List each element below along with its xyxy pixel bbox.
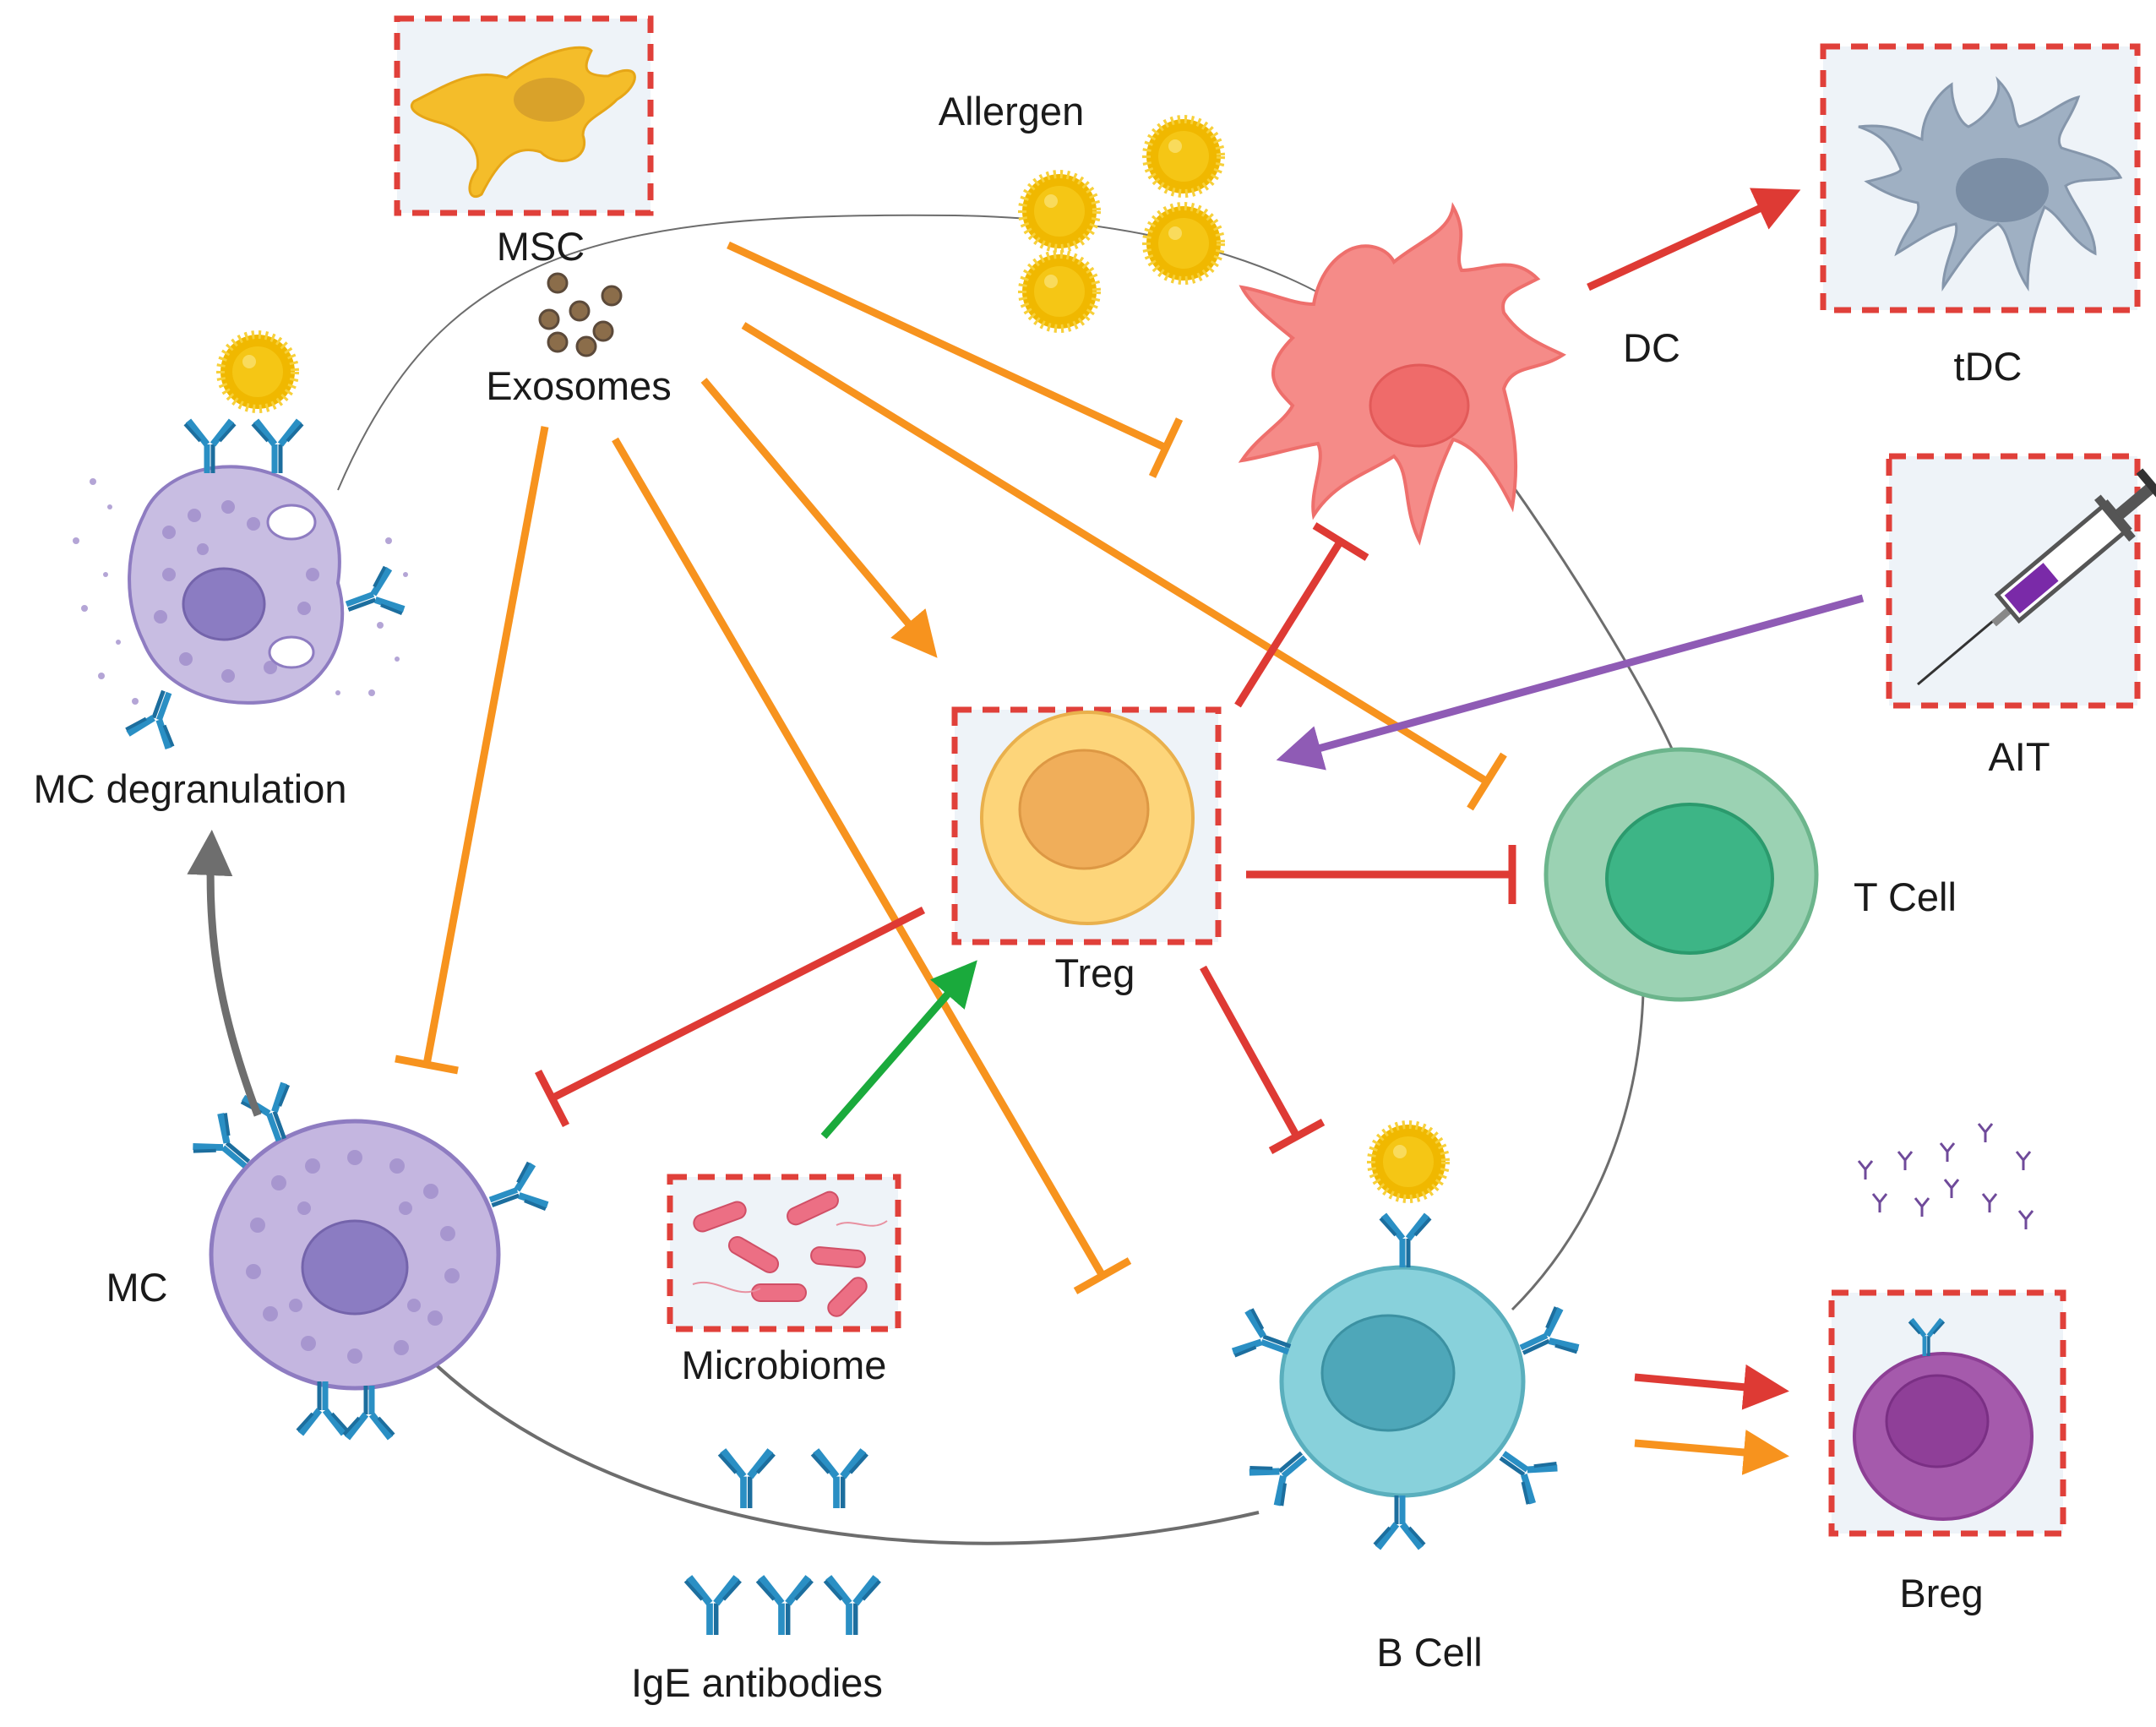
msc-cell-icon <box>411 46 636 198</box>
microbiome-to-treg-arrow <box>820 960 977 1139</box>
degranulating-mast-cell-icon <box>73 335 408 749</box>
b-cell-icon <box>1232 1125 1580 1548</box>
t-cell-icon <box>1544 747 1819 1002</box>
treg-inhibit-mc-edge <box>535 906 926 1128</box>
exosomes-icon <box>538 272 623 357</box>
inhibit-t-cell-edge <box>741 322 1507 811</box>
allergen-label: Allergen <box>939 89 1084 133</box>
inhibit-dc-edge <box>727 241 1184 478</box>
treg-inhibit-t-cell-edge <box>1246 845 1516 904</box>
b-cell-to-breg-red-arrow <box>1634 1364 1789 1410</box>
b-cell-label: B Cell <box>1376 1630 1482 1675</box>
allergen-icon <box>1371 1125 1446 1199</box>
mc-degranulation-label: MC degranulation <box>34 766 347 811</box>
bacteria-icon <box>692 1190 888 1317</box>
allergen-icon <box>1022 254 1097 329</box>
msc-label: MSC <box>497 224 585 269</box>
tdc-label: tDC <box>1954 344 2023 389</box>
dc-to-tdc-arrow <box>1587 188 1801 291</box>
exosome-inhibition-edges <box>395 241 1507 1294</box>
ait-label: AIT <box>1988 734 2050 779</box>
treg-inhibition-edges <box>535 522 1516 1154</box>
ige-antibodies-icon <box>685 1451 879 1635</box>
mc-label: MC <box>106 1265 167 1310</box>
cycle-connectors <box>337 214 1679 1545</box>
mast-cell-icon <box>191 1081 549 1438</box>
msc-box <box>394 15 654 216</box>
secreted-antibodies-icon <box>1857 1122 2034 1231</box>
ait-box <box>1886 453 2156 709</box>
breg-box <box>1828 1289 2066 1537</box>
inhibit-b-cell-edge <box>612 437 1132 1294</box>
allergen-icon <box>1022 174 1097 248</box>
ait-to-treg-arrow <box>1276 594 1865 771</box>
microbiome-label: Microbiome <box>682 1343 887 1387</box>
ige-antibodies-label: IgE antibodies <box>631 1660 883 1705</box>
treg-inhibit-b-cell-edge <box>1200 965 1326 1154</box>
allergen-icon <box>1146 206 1221 281</box>
tdc-box <box>1820 43 2141 313</box>
t-cell-label: T Cell <box>1854 874 1957 919</box>
allergen-icon <box>1146 119 1221 193</box>
microbiome-box <box>667 1174 901 1332</box>
treg-cell-icon <box>980 711 1195 925</box>
exosomes-label: Exosomes <box>486 363 671 408</box>
treg-inhibit-dc-edge <box>1234 522 1369 708</box>
inhibit-mc-edge <box>395 426 549 1075</box>
b-cell-to-breg-orange-arrow <box>1634 1430 1789 1475</box>
allergen-cluster <box>1022 119 1221 329</box>
syringe-icon <box>1917 468 2156 686</box>
mc-degranulation-arrow <box>187 830 262 1117</box>
treg-label: Treg <box>1055 951 1135 995</box>
treg-box <box>951 706 1222 945</box>
dendritic-cell-icon <box>1238 202 1566 546</box>
tolerogenic-dc-icon <box>1858 76 2123 291</box>
breg-label: Breg <box>1899 1571 1983 1615</box>
exosome-to-treg-arrow <box>700 378 938 658</box>
breg-cell-icon <box>1853 1320 2034 1521</box>
allergen-icon <box>220 335 295 409</box>
dc-label: DC <box>1623 325 1680 370</box>
